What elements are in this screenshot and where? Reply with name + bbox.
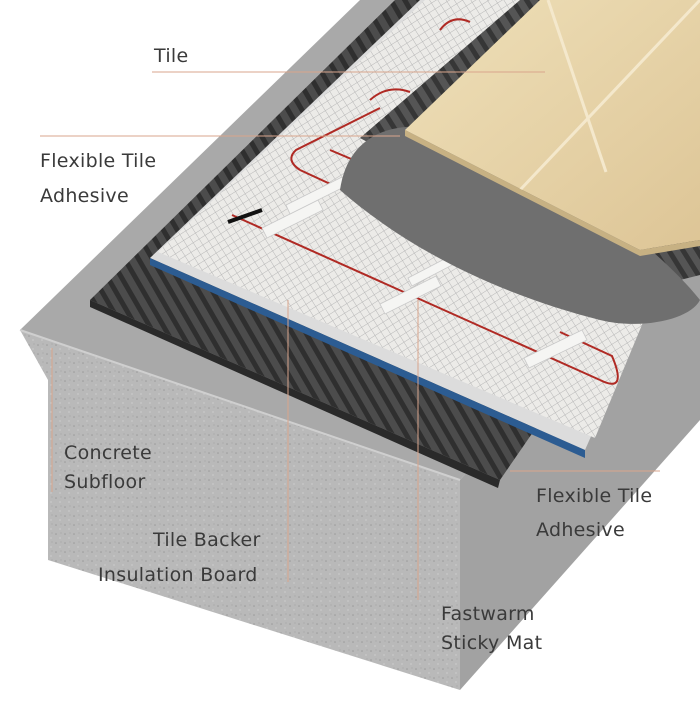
label-concrete-line2: Subfloor — [64, 471, 146, 493]
label-concrete-line1: Concrete — [64, 442, 153, 464]
label-backer-line1: Tile Backer — [153, 529, 261, 551]
cable-tapes — [261, 176, 588, 369]
concrete-top-edge — [19, 329, 461, 481]
cold-tail — [227, 208, 263, 224]
label-adhesive-right-line1: Flexible Tile — [536, 485, 653, 507]
label-adhesive-top-line1: Flexible Tile — [40, 150, 157, 172]
label-adhesive-right-line2: Adhesive — [536, 519, 625, 541]
label-mat-line2: Sticky Mat — [441, 632, 543, 654]
label-mat-line1: Fastwarm — [441, 603, 535, 625]
label-backer-line2: Insulation Board — [98, 564, 258, 586]
label-adhesive-top-line2: Adhesive — [40, 185, 129, 207]
leader-lines — [40, 71, 660, 600]
label-tile: Tile — [154, 45, 189, 67]
concrete-front-face — [20, 330, 460, 690]
tile-adhesive-patch — [340, 126, 700, 324]
tile-layer — [405, 0, 700, 250]
tile-grout-line — [518, 0, 700, 192]
bottom-adhesive-front — [90, 300, 500, 488]
backer-board-front — [150, 258, 585, 458]
